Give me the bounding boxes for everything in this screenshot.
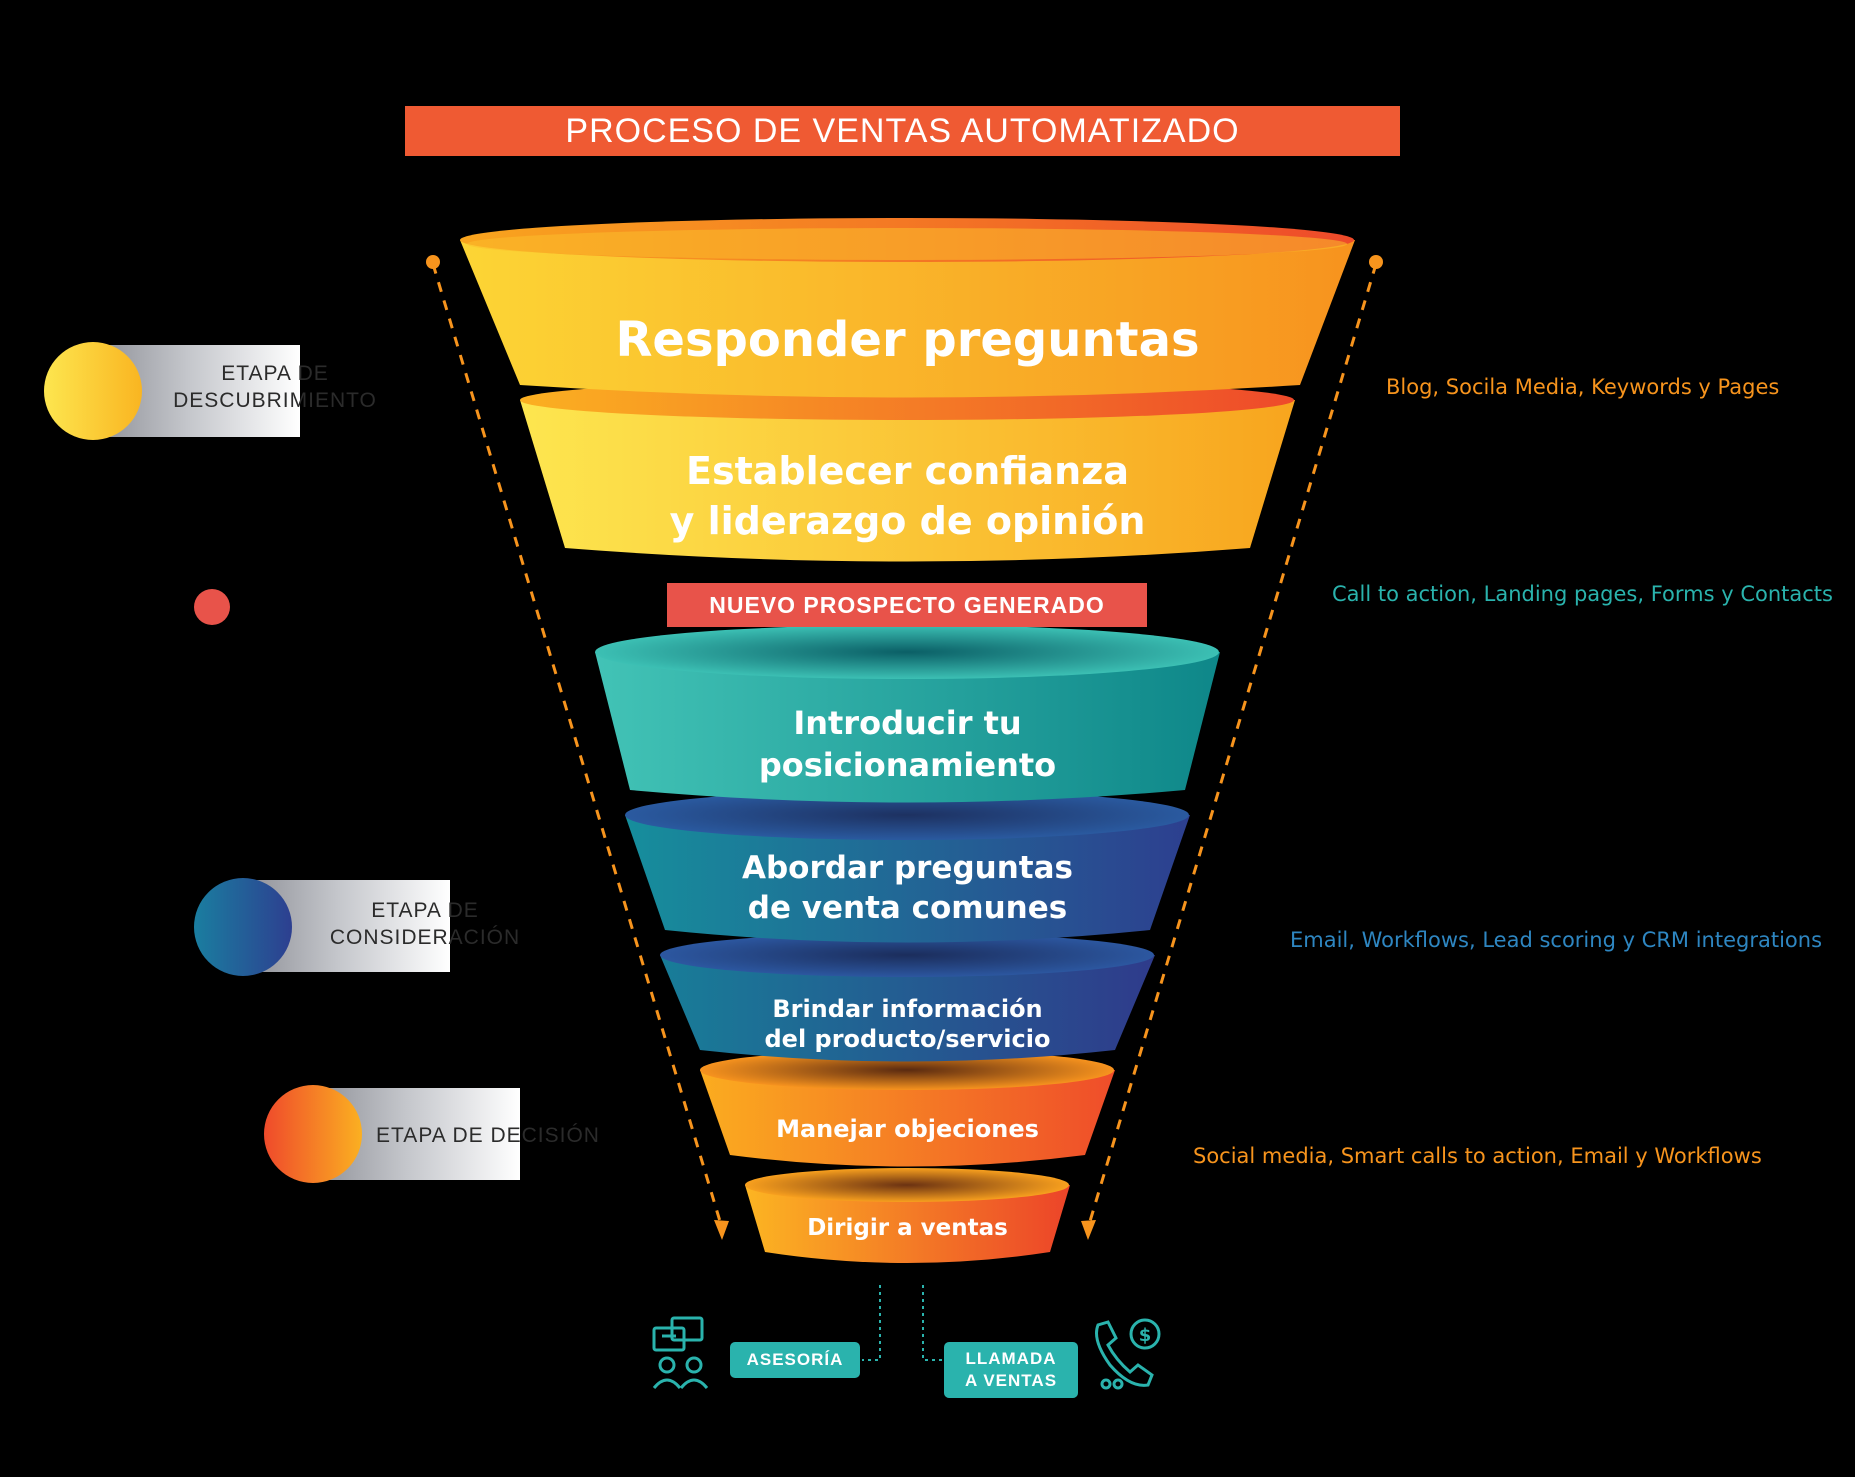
diagram-title: PROCESO DE VENTAS AUTOMATIZADO bbox=[405, 106, 1400, 156]
funnel-label-informacion: Brindar información del producto/servici… bbox=[764, 995, 1051, 1053]
right-arrow-head bbox=[1081, 1220, 1096, 1240]
funnel-segment-7 bbox=[745, 1168, 1070, 1263]
funnel-segment-4 bbox=[625, 790, 1190, 943]
tools-decision: Social media, Smart calls to action, Ema… bbox=[1193, 1144, 1762, 1168]
right-arrow-start-dot bbox=[1369, 255, 1383, 269]
funnel-label-responder: Responder preguntas bbox=[615, 312, 1200, 368]
outcome-connectors bbox=[862, 1285, 942, 1361]
tools-prospecto: Call to action, Landing pages, Forms y C… bbox=[1332, 582, 1833, 606]
left-arrow-start-dot bbox=[426, 255, 440, 269]
phase-descubrimiento-label: ETAPA DE DESCUBRIMIENTO bbox=[173, 362, 377, 412]
funnel-segment-6 bbox=[700, 1050, 1115, 1167]
funnel-label-objeciones: Manejar objeciones bbox=[776, 1115, 1039, 1143]
sales-call-icon bbox=[1095, 1318, 1161, 1390]
funnel-label-posicionamiento: Introducir tu posicionamiento bbox=[758, 704, 1057, 784]
outcome-llamada-ventas: LLAMADA A VENTAS bbox=[944, 1342, 1078, 1398]
funnel-label-ventas: Dirigir a ventas bbox=[807, 1215, 1008, 1241]
funnel-segment-5 bbox=[660, 933, 1155, 1062]
new-prospect-banner: NUEVO PROSPECTO GENERADO bbox=[667, 583, 1147, 627]
left-arrow bbox=[431, 263, 724, 1229]
phase-consideracion-label: ETAPA DE CONSIDERACIÓN bbox=[329, 899, 521, 949]
tools-descubrimiento: Blog, Socila Media, Keywords y Pages bbox=[1386, 375, 1780, 399]
consulting-icon bbox=[652, 1316, 709, 1389]
tools-consideracion: Email, Workflows, Lead scoring y CRM int… bbox=[1290, 928, 1823, 952]
funnel-label-preguntas-venta: Abordar preguntas de venta comunes bbox=[742, 850, 1073, 926]
funnel-segment-1 bbox=[460, 218, 1355, 398]
outcome-asesoria: ASESORÍA bbox=[730, 1342, 860, 1378]
phase-decision-label: ETAPA DE DECISIÓN bbox=[376, 1124, 600, 1147]
right-arrow bbox=[1086, 263, 1378, 1229]
funnel-label-confianza: Establecer confianza y liderazgo de opin… bbox=[669, 449, 1146, 543]
stage-dot bbox=[194, 589, 230, 625]
dollar-icon: $ bbox=[1139, 1325, 1152, 1346]
left-arrow-head bbox=[714, 1220, 729, 1240]
funnel-segment-3 bbox=[595, 625, 1220, 803]
